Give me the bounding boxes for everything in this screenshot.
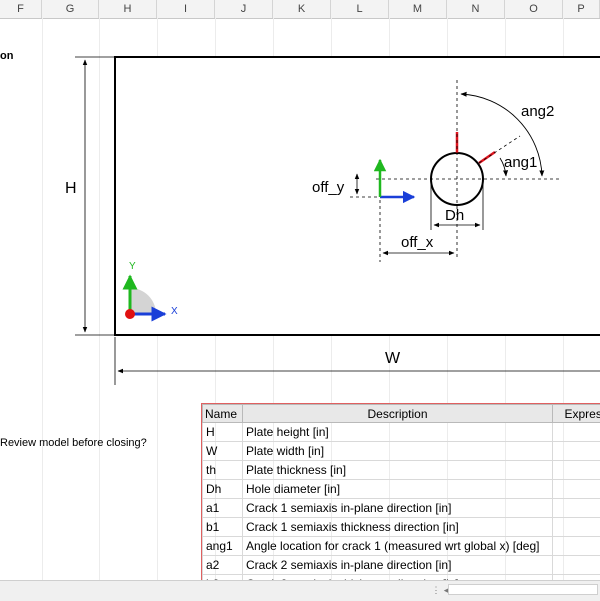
cell-name[interactable]: a2 [203,556,243,575]
cell-description[interactable]: Crack 2 semiaxis in-plane direction [in] [243,556,553,575]
global-y-axis-label: Y [129,261,136,272]
cell-description[interactable]: Plate thickness [in] [243,461,553,480]
cell-description[interactable]: Crack 1 semiaxis in-plane direction [in] [243,499,553,518]
hole-diameter-label: Dh [445,207,464,224]
cell-description[interactable]: Angle location for crack 1 (measured wrt… [243,537,553,556]
column-name-header[interactable]: Name [203,405,243,423]
cell-name[interactable]: b1 [203,518,243,537]
cell-expression[interactable] [553,461,600,480]
cell-expression[interactable] [553,480,600,499]
cell-description[interactable]: Plate width [in] [243,442,553,461]
cell-expression[interactable] [553,442,600,461]
angle1-label: ang1 [504,154,537,171]
cell-expression[interactable] [553,423,600,442]
angle2-label: ang2 [521,103,554,120]
column-expression-header[interactable]: Expressi [553,405,600,423]
offset-x-label: off_x [401,234,434,251]
width-label: W [385,350,401,367]
column-description-header[interactable]: Description [243,405,553,423]
cell-expression[interactable] [553,499,600,518]
global-x-axis-label: X [171,306,178,317]
offset-y-label: off_y [312,179,345,196]
cell-name[interactable]: W [203,442,243,461]
cell-expression[interactable] [553,518,600,537]
cell-name[interactable]: th [203,461,243,480]
cell-description[interactable]: Crack 1 semiaxis thickness direction [in… [243,518,553,537]
height-label: H [65,180,77,197]
cell-name[interactable]: H [203,423,243,442]
cell-name[interactable]: a1 [203,499,243,518]
origin-marker [125,309,135,319]
cell-name[interactable]: ang1 [203,537,243,556]
cell-description[interactable]: Plate height [in] [243,423,553,442]
plate-outline [115,57,600,335]
cell-name[interactable]: Dh [203,480,243,499]
cell-description[interactable]: Hole diameter [in] [243,480,553,499]
cell-expression[interactable] [553,537,600,556]
table-header-row: Name Description Expressi [203,405,600,423]
horizontal-scrollbar[interactable] [448,584,598,595]
cell-expression[interactable] [553,556,600,575]
